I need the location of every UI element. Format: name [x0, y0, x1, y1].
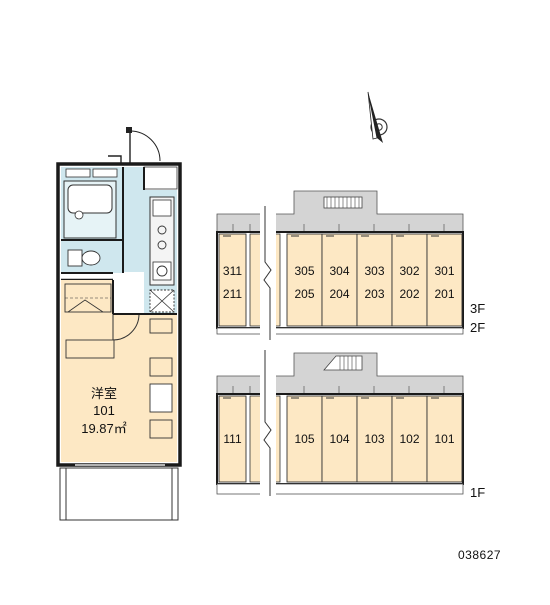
entrance-door	[108, 127, 161, 164]
upper-unit-number: 301	[434, 264, 454, 278]
reference-code: 038627	[458, 548, 502, 562]
lower-unit-number: 102	[399, 432, 419, 446]
lower-unit-cell	[218, 395, 247, 483]
lower-unit-cell	[391, 395, 428, 483]
lower-unit-cell	[356, 395, 393, 483]
toilet	[67, 249, 101, 267]
lower-unit-cell	[286, 395, 323, 483]
upper-unit-number: 303	[364, 264, 384, 278]
lower-unit-cell	[426, 395, 463, 483]
lower-unit-number: 103	[364, 432, 384, 446]
floor-label-2f: 2F	[470, 320, 485, 335]
lower-unit-number: 111	[223, 432, 242, 446]
room-type-label: 洋室	[91, 386, 117, 401]
stairs-icon	[323, 196, 363, 209]
upper-unit-cell	[286, 233, 323, 327]
closet	[64, 283, 112, 313]
upper-unit-number: 204	[329, 287, 349, 301]
upper-unit-cell	[321, 233, 358, 327]
upper-unit-cell	[391, 233, 428, 327]
upper-unit-number: 305	[294, 264, 314, 278]
upper-unit-number: 201	[434, 287, 454, 301]
lower-unit-number: 105	[294, 432, 314, 446]
upper-unit-number: 211	[223, 287, 242, 301]
lower-unit-cell	[321, 395, 358, 483]
floor-label-3f: 3F	[470, 301, 485, 316]
upper-unit-number: 311	[223, 264, 242, 278]
upper-unit-number: 304	[329, 264, 349, 278]
stairs-icon	[323, 355, 363, 371]
upper-unit-cell	[426, 233, 463, 327]
upper-unit-number: 202	[399, 287, 419, 301]
lower-building-plan: 111 105 104 103 102 101 1F	[216, 350, 485, 500]
upper-unit-number: 302	[399, 264, 419, 278]
furniture-desk	[149, 357, 173, 439]
upper-unit-number: 203	[364, 287, 384, 301]
fridge-space	[149, 289, 175, 313]
kitchen	[149, 196, 175, 286]
upper-unit-cell	[356, 233, 393, 327]
unit-floor-plan: 洋室 101 19.87㎡	[56, 127, 182, 521]
upper-unit-cell	[218, 233, 247, 327]
lower-unit-number: 104	[329, 432, 349, 446]
lower-unit-number: 101	[434, 432, 454, 446]
floor-label-1f: 1F	[470, 485, 485, 500]
upper-unit-number: 205	[294, 287, 314, 301]
balcony	[59, 467, 179, 521]
room-number-label: 101	[93, 403, 115, 418]
bathroom	[63, 168, 118, 239]
room-area-label: 19.87㎡	[81, 421, 127, 436]
north-arrow-icon	[367, 91, 388, 143]
